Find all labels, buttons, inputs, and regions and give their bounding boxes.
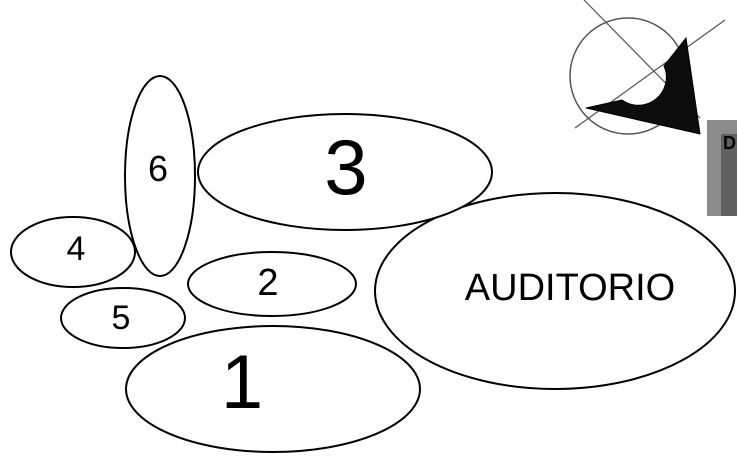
zone-6-ellipse	[124, 75, 196, 277]
zone-5-ellipse	[60, 287, 186, 349]
edge-tab-inner	[721, 134, 737, 216]
edge-tab: D	[707, 120, 737, 216]
zone-1-ellipse	[125, 325, 421, 453]
north-compass-icon	[569, 0, 726, 135]
zone-4-ellipse	[10, 216, 136, 288]
zone-2-ellipse	[187, 251, 357, 317]
zone-3-ellipse	[197, 113, 493, 231]
zone-auditorio-label: AUDITORIO	[465, 267, 675, 309]
zone-2-label: 2	[257, 262, 278, 304]
edge-tab-label: D	[723, 133, 736, 153]
zone-6-label: 6	[148, 148, 168, 189]
zone-1-label: 1	[221, 340, 263, 425]
zone-4-label: 4	[67, 230, 86, 268]
zone-auditorio-ellipse	[374, 192, 736, 390]
zone-5-label: 5	[112, 299, 131, 337]
zone-3-label: 3	[324, 123, 367, 211]
